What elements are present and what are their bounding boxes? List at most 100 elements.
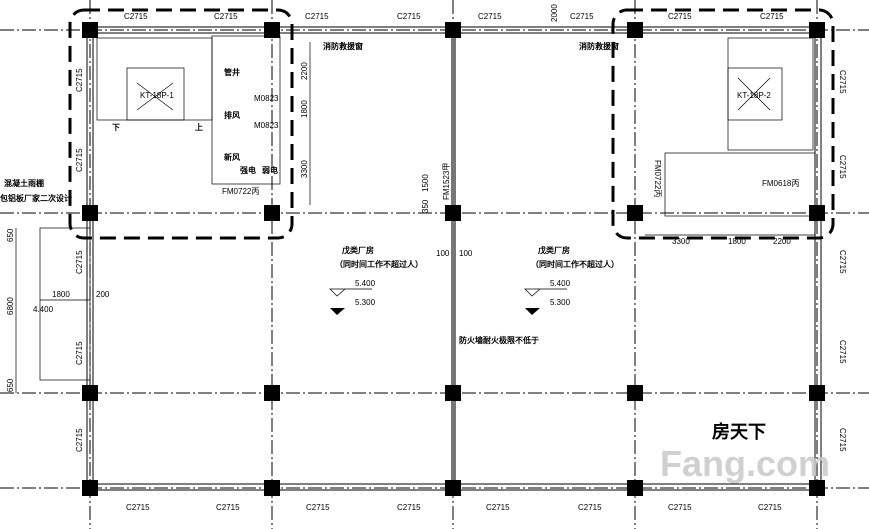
structural-column [82,385,98,401]
structural-column [82,22,98,38]
dimension: 2200 [300,62,309,80]
wall-thickness: 100 [459,249,473,258]
wall-thickness: 100 [436,249,450,258]
window-label: C2715 [478,12,502,21]
structural-column [627,205,643,221]
room-exhaust: 排风 [224,110,240,120]
elevation-upper: 5.400 [355,279,376,288]
dimension: 650 [6,228,15,242]
firewall [451,30,456,488]
rescue-window-label: 消防救援窗 [579,41,619,51]
room-name: 戊类厂房 [537,245,570,255]
window-label: C2715 [838,155,847,179]
watermark: 房天下 Fang.com [660,421,830,484]
window-label: C2715 [668,12,692,21]
watermark-cn: 房天下 [712,421,766,442]
window-label: C2715 [838,70,847,94]
window-label: C2715 [397,12,421,21]
structural-column [445,205,461,221]
door-label: FM1523甲 [442,163,451,200]
stair-left [96,37,213,121]
columns [82,22,825,496]
window-label: C2715 [75,68,84,92]
window-label: C2715 [75,428,84,452]
toilet-block-right [664,152,816,217]
dimension: 3300 [672,237,690,246]
elevation-marker [524,288,567,297]
dimension: 1800 [52,290,70,299]
window-label: C2715 [578,503,602,512]
core-outline-left [68,8,294,240]
structural-column [82,205,98,221]
window-label: C2715 [570,12,594,21]
window-label: C2715 [397,503,421,512]
room-strong-elec: 强电 [240,165,256,175]
window-label: C2715 [124,12,148,21]
rescue-window-label: 消防救援窗 [323,41,363,51]
room-fresh-air: 新风 [224,152,240,162]
door-label: FM0722丙 [653,160,662,197]
dimension: 350 [421,199,430,213]
structural-column [264,22,280,38]
window-label: C2715 [75,250,84,274]
window-label: C2715 [305,12,329,21]
window-label: C2715 [838,250,847,274]
window-label: C2715 [838,340,847,364]
canopy-note: 混凝土雨棚 [4,178,44,188]
structural-column [82,480,98,496]
elevation-lower: 5.300 [355,298,376,307]
structural-column [445,22,461,38]
window-label: C2715 [75,148,84,172]
elevation-upper: 5.400 [550,279,571,288]
canopy [39,227,91,381]
door-label: FM0618丙 [762,179,799,188]
structural-column [264,480,280,496]
dimension: 650 [6,378,15,392]
elevator-label: KT-18P-1 [140,91,174,100]
structural-column [445,480,461,496]
room-shaft: 管井 [224,67,240,77]
door-label: M0823 [254,94,279,103]
window-label: C2715 [306,503,330,512]
structural-column [627,22,643,38]
stair-down: 下 [112,123,120,132]
core-outline-right [611,8,835,240]
door-label: FM0722丙 [222,187,259,196]
elevation-marker [329,288,372,297]
structural-column [809,22,825,38]
dimension: 1500 [421,174,430,192]
structural-column [627,480,643,496]
dimension: 3300 [300,160,309,178]
room-name: 戊类厂房 [341,245,374,255]
structural-column [809,480,825,496]
window-label: C2715 [668,503,692,512]
structural-column [809,385,825,401]
canopy-elevation: 4.400 [33,305,54,314]
room-note: （同时间工作不超过人） [531,259,619,269]
dimension: 2000 [550,4,559,22]
window-label: C2715 [75,341,84,365]
dimension: 200 [96,290,110,299]
toilet-block-left [211,35,281,185]
door-label: M0823 [254,121,279,130]
room-weak-elec: 弱电 [262,165,278,175]
structural-column [809,205,825,221]
room-note: （同时间工作不超过人） [335,259,423,269]
window-label: C2715 [214,12,238,21]
elevator-label: KT-18P-2 [737,91,771,100]
firewall-note: 防火墙耐火极限不低于 [459,335,539,345]
window-label: C2715 [216,503,240,512]
elevation-marker [525,308,540,315]
window-label: C2715 [758,503,782,512]
dimension: 1800 [300,100,309,118]
structural-column [627,385,643,401]
dimension: 1800 [728,237,746,246]
watermark-en: Fang.com [660,443,830,484]
exterior-walls [86,26,822,491]
window-label: C2715 [486,503,510,512]
window-label: C2715 [126,503,150,512]
structural-column [264,205,280,221]
structural-column [445,385,461,401]
